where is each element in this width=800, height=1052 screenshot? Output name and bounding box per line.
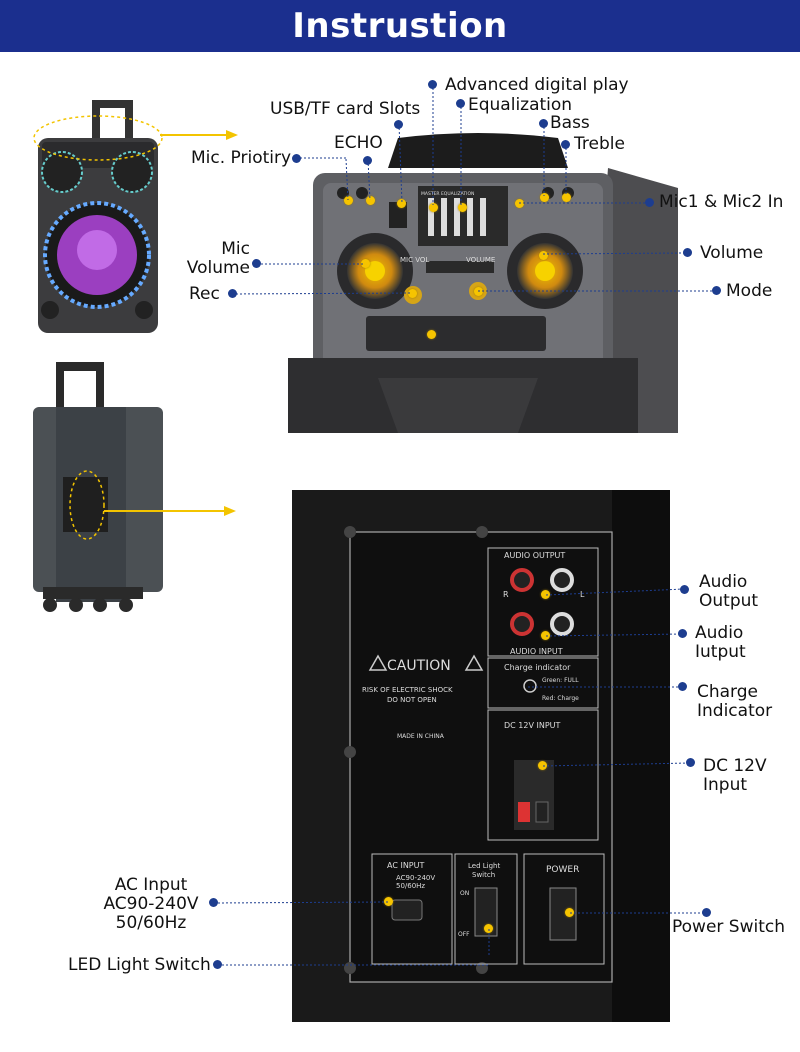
marker-advanced xyxy=(429,203,438,212)
label-volume: Volume xyxy=(700,243,764,263)
label-mode: Mode xyxy=(726,281,773,301)
led-print-1: Led Light xyxy=(468,862,500,870)
callout-dot-treble xyxy=(561,140,570,149)
master-eq-print: MASTER EQUALIZATION xyxy=(421,191,474,197)
label-mic-in: Mic1 & Mic2 In xyxy=(659,192,784,212)
volume-print: VOLUME xyxy=(466,256,495,264)
label-treble: Treble xyxy=(574,134,625,154)
on-print: ON xyxy=(460,890,469,897)
marker-audio-input xyxy=(541,631,550,640)
marker-echo xyxy=(366,196,375,205)
callout-dot-bass xyxy=(539,119,548,128)
marker-led-switch xyxy=(484,924,493,933)
callout-dot-mic-volume xyxy=(252,259,261,268)
marker-mic-volume xyxy=(361,259,370,268)
dc-input-print: DC 12V INPUT xyxy=(504,721,561,730)
audio-input-print: AUDIO INPUT xyxy=(510,647,563,656)
marker-eq xyxy=(458,203,467,212)
marker-bass xyxy=(540,193,549,202)
callout-dot-eq xyxy=(456,99,465,108)
caution-print: CAUTION xyxy=(387,658,451,674)
risk-print-2: DO NOT OPEN xyxy=(387,696,437,704)
marker-treble xyxy=(562,193,571,202)
mic-vol-print: MIC VOL xyxy=(400,256,429,264)
callout-dot-power xyxy=(702,908,711,917)
marker-audio-output xyxy=(541,590,550,599)
callout-dot-mode xyxy=(712,286,721,295)
callout-dot-led-switch xyxy=(213,960,222,969)
l-print: L xyxy=(580,590,585,599)
marker-mic-priority xyxy=(344,196,353,205)
callout-dot-mic-in xyxy=(645,198,654,207)
label-equalization: Equalization xyxy=(468,95,573,115)
label-mic-volume: Mic Volume xyxy=(186,239,250,278)
callout-dot-audio-output xyxy=(680,585,689,594)
ac-freq-print: 50/60Hz xyxy=(396,882,425,890)
red-print: Red: Charge xyxy=(542,695,579,702)
leader-lines-bottom xyxy=(213,588,706,966)
label-mic-priority: Mic. Priotiry xyxy=(191,148,292,168)
callout-dot-mic-priority xyxy=(292,154,301,163)
label-advanced: Advanced digital play xyxy=(445,75,629,95)
leader-lines-top xyxy=(231,84,716,295)
off-print: OFF xyxy=(458,931,470,938)
callout-dot-ac-input xyxy=(209,898,218,907)
ac-volt-print: AC90-240V xyxy=(396,874,435,882)
green-print: Green: FULL xyxy=(542,677,579,684)
marker-power xyxy=(565,908,574,917)
arrow-top xyxy=(160,130,238,140)
label-usb: USB/TF card Slots xyxy=(270,99,421,119)
speaker-back-thumbnail xyxy=(33,362,163,612)
label-bass: Bass xyxy=(550,113,590,133)
audio-output-print: AUDIO OUTPUT xyxy=(504,551,565,560)
risk-print-1: RISK OF ELECTRIC SHOCK xyxy=(362,686,453,694)
ac-input-print: AC INPUT xyxy=(387,861,424,870)
label-power-switch: Power Switch xyxy=(672,917,786,937)
label-dc-input: DC 12V Input xyxy=(703,756,767,795)
label-charge-indicator: Charge Indicator xyxy=(697,682,773,721)
callout-dot-volume xyxy=(683,248,692,257)
label-led-switch: LED Light Switch xyxy=(68,955,211,975)
label-audio-output: Audio Output xyxy=(699,572,759,611)
page-title: Instrustion xyxy=(0,0,800,52)
marker-volume xyxy=(539,251,548,260)
label-echo: ECHO xyxy=(334,133,383,153)
callout-dot-usb xyxy=(394,120,403,129)
r-print: R xyxy=(503,590,509,599)
marker-rec xyxy=(408,289,417,298)
arrow-back xyxy=(104,506,236,516)
callout-dot-charge xyxy=(678,682,687,691)
speaker-front-thumbnail xyxy=(33,100,163,333)
callout-dot-audio-input xyxy=(678,629,687,638)
led-print-2: Switch xyxy=(472,871,495,879)
marker-ac-input xyxy=(384,897,393,906)
marker-dc-input xyxy=(538,761,547,770)
callout-dot-advanced xyxy=(428,80,437,89)
made-in-print: MADE IN CHINA xyxy=(397,733,445,740)
back-panel: AUDIO OUTPUT AUDIO INPUT Charge indicato… xyxy=(292,490,670,1022)
label-audio-input: Audio Iutput xyxy=(695,623,746,662)
label-ac-input: AC Input AC90-240V 50/60Hz xyxy=(103,875,199,933)
charge-print: Charge indicator xyxy=(504,663,571,672)
label-rec: Rec xyxy=(189,284,220,304)
callout-dot-rec xyxy=(228,289,237,298)
power-print: POWER xyxy=(546,865,579,875)
callout-dot-echo xyxy=(363,156,372,165)
marker-bottom xyxy=(427,330,436,339)
marker-usb xyxy=(397,199,406,208)
callout-dot-dc-input xyxy=(686,758,695,767)
